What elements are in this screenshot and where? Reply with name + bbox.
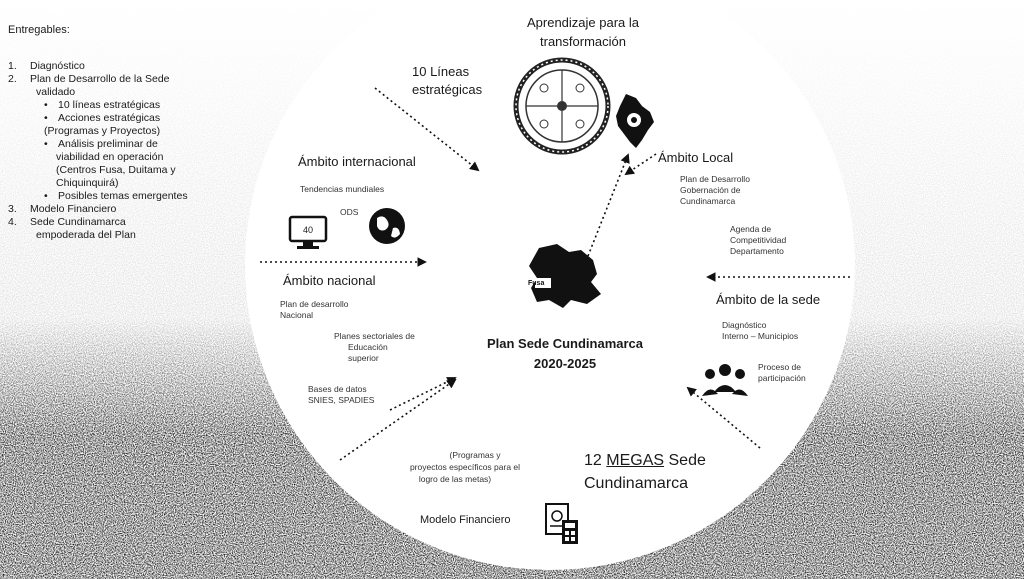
arrow-local-to-center — [624, 153, 657, 176]
deliverables-heading: Entregables: — [8, 24, 70, 36]
deliverable-text: validado — [36, 86, 76, 98]
deliverable-item: viabilidad en operación — [8, 151, 188, 163]
deliverable-text: viabilidad en operación — [56, 151, 164, 163]
international-trends: Tendencias mundiales — [300, 184, 385, 194]
arrow-lines-to-center — [374, 87, 480, 172]
sede-diag-line1: Diagnóstico — [722, 320, 767, 330]
national-sectoral-line1: Planes sectoriales de — [334, 331, 415, 341]
arrow-bottom-to-center — [339, 378, 457, 461]
learning-title-line2: transformación — [540, 34, 626, 49]
deliverable-item: 2. Plan de Desarrollo de la Sede — [8, 73, 188, 85]
deliverable-item: empoderada del Plan — [8, 229, 188, 241]
local-plan-line3: Cundinamarca — [680, 196, 736, 206]
plan-title-line1: Plan Sede Cundinamarca — [486, 336, 644, 351]
deliverable-text: Análisis preliminar de — [58, 138, 158, 150]
megas-count: 12 — [584, 452, 602, 469]
participation-icon — [702, 364, 748, 396]
sede-process-line1: Proceso de — [758, 362, 801, 372]
deliverable-text: 10 líneas estratégicas — [58, 99, 161, 111]
local-agenda-line1: Agenda de — [730, 224, 772, 234]
deliverables-list: 1. Diagnóstico 2. Plan de Desarrollo de la … — [8, 60, 188, 242]
cundinamarca-map-icon — [529, 244, 601, 308]
deliverable-marker: • — [44, 99, 48, 111]
national-sectoral-line2: Educación — [348, 342, 388, 352]
megas-line1: 12 MEGAS Sede — [584, 451, 706, 470]
arrow-megas-to-center — [686, 386, 761, 449]
arrow-national-bases — [389, 377, 457, 411]
deliverable-text: Posibles temas emergentes — [58, 190, 188, 202]
sede-diag-line2: Interno – Municipios — [722, 331, 799, 341]
monitor-icon — [288, 215, 328, 249]
programs-line3: logro de las metas) — [418, 474, 492, 484]
national-bases-line1: Bases de datos — [308, 384, 367, 394]
programs-line1: (Programas y — [449, 450, 501, 460]
deliverable-text: Modelo Financiero — [30, 203, 117, 215]
deliverable-text: Sede Cundinamarca — [30, 216, 126, 228]
sede-title: Ámbito de la sede — [716, 292, 821, 307]
megas-word: MEGAS — [606, 452, 665, 469]
deliverable-marker: • — [44, 190, 48, 202]
financial-model-label: Modelo Financiero — [420, 514, 511, 526]
deliverable-item: • Análisis preliminar de — [8, 138, 188, 150]
deliverable-item: • Acciones estratégicas — [8, 112, 188, 124]
deliverable-text: Diagnóstico — [30, 60, 85, 72]
national-pnd-line1: Plan de desarrollo — [280, 299, 349, 309]
strategic-lines-line2: estratégicas — [412, 82, 483, 97]
deliverable-marker: 4. — [8, 216, 17, 228]
map-label: Fusa — [528, 280, 545, 287]
deliverable-text: Chiquinquirá) — [56, 177, 119, 189]
megas-line2: Cundinamarca — [584, 475, 689, 492]
arrow-map-to-top — [587, 153, 630, 257]
deliverable-item: 4. Sede Cundinamarca — [8, 216, 188, 228]
megas-suffix: Sede — [668, 452, 706, 469]
local-plan-line2: Gobernación de — [680, 185, 741, 195]
deliverable-item: • Posibles temas emergentes — [8, 190, 188, 202]
national-pnd-line2: Nacional — [280, 310, 314, 320]
deliverable-text: Plan de Desarrollo de la Sede — [30, 73, 170, 85]
deliverable-item: (Programas y Proyectos) — [8, 125, 188, 137]
international-ods: ODS — [340, 207, 359, 217]
international-title: Ámbito internacional — [298, 154, 416, 169]
plan-title-line2: 2020-2025 — [533, 356, 597, 371]
deliverable-marker: 3. — [8, 203, 17, 215]
local-agenda-line2: Competitividad — [730, 235, 787, 245]
deliverable-marker: • — [44, 112, 48, 124]
strategic-lines-line1: 10 Líneas — [412, 64, 470, 79]
deliverable-item: Chiquinquirá) — [8, 177, 188, 189]
deliverable-marker: 2. — [8, 73, 17, 85]
colombia-map-icon — [616, 94, 654, 148]
national-title: Ámbito nacional — [283, 273, 376, 288]
deliverable-marker: 1. — [8, 60, 17, 72]
local-agenda-line3: Departamento — [730, 246, 784, 256]
programs-line2: proyectos específicos para el — [409, 462, 521, 472]
local-title: Ámbito Local — [658, 150, 734, 165]
strategic-wheel-icon — [513, 57, 611, 155]
deliverable-item: 1. Diagnóstico — [8, 60, 188, 72]
deliverable-marker: • — [44, 138, 48, 150]
deliverable-item: • 10 líneas estratégicas — [8, 99, 188, 111]
deliverable-text: (Centros Fusa, Duitama y — [56, 164, 176, 176]
deliverable-item: (Centros Fusa, Duitama y — [8, 164, 188, 176]
national-bases-line2: SNIES, SPADIES — [308, 395, 375, 405]
sede-process-line2: participación — [758, 373, 806, 383]
learning-title-line1: Aprendizaje para la — [526, 15, 640, 30]
deliverable-text: empoderada del Plan — [36, 229, 136, 241]
globe-icon — [369, 208, 405, 244]
local-plan-line1: Plan de Desarrollo — [680, 174, 750, 184]
deliverable-text: (Programas y Proyectos) — [44, 125, 161, 137]
deliverable-item: 3. Modelo Financiero — [8, 203, 188, 215]
national-sectoral-line3: superior — [348, 353, 379, 363]
monitor-label: 40 — [302, 225, 313, 235]
deliverable-text: Acciones estratégicas — [58, 112, 161, 124]
financial-document-icon — [545, 503, 578, 544]
deliverable-item: validado — [8, 86, 188, 98]
